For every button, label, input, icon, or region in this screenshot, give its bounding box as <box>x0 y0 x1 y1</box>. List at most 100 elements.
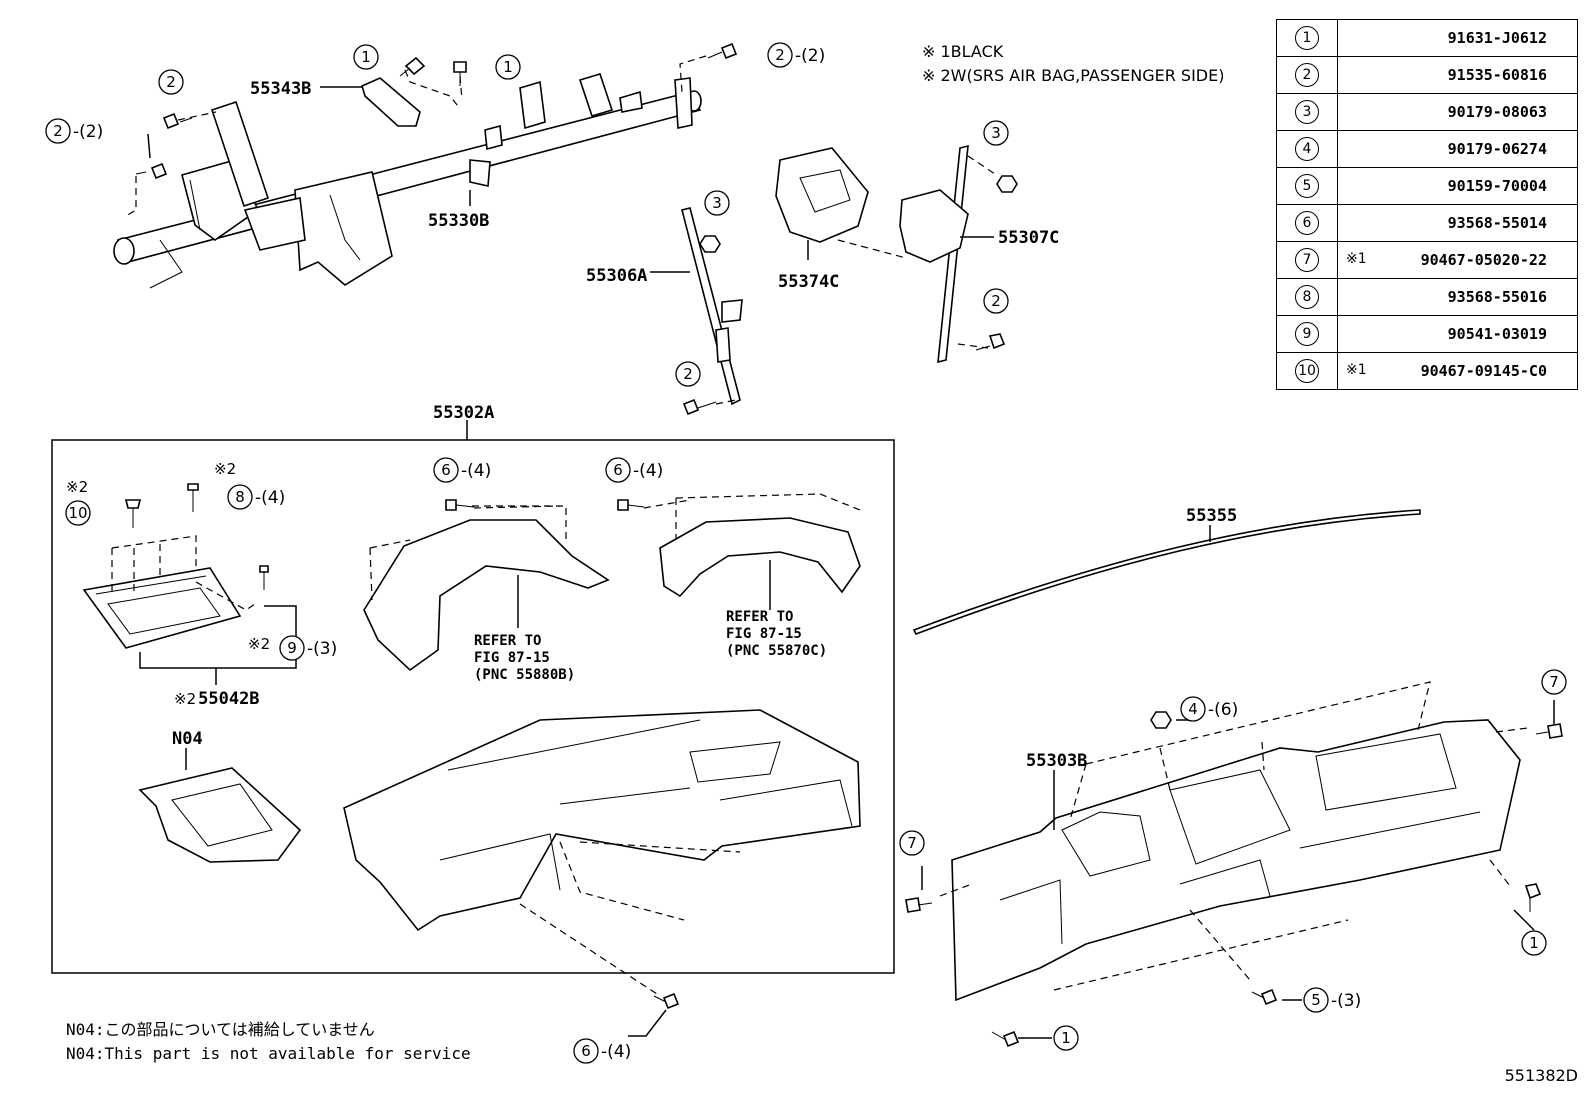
note-srs-airbag: ※ 2W(SRS AIR BAG,PASSENGER SIDE) <box>922 66 1225 85</box>
callout-number: 2 <box>166 73 176 91</box>
part-55307C-drawing <box>899 144 969 364</box>
callout-circle <box>899 830 925 856</box>
clip-icon <box>1535 723 1563 739</box>
callout-quantity: -(4) <box>633 461 663 481</box>
parts-table-index: 3 <box>1276 93 1338 131</box>
footnote-japanese: N04:この部品については補給していません <box>66 1020 375 1039</box>
callout: 4-(6) <box>1180 696 1238 722</box>
parts-table-part-number: 93568-55014 <box>1337 204 1578 242</box>
callout-number: 5 <box>1311 991 1321 1009</box>
part-label-55307C: 55307C <box>998 228 1059 248</box>
callout: 2-(2) <box>45 118 103 144</box>
screw-icon <box>653 992 680 1010</box>
callout-number: 1 <box>503 58 513 76</box>
part-number-text: 91535-60816 <box>1447 66 1547 84</box>
parts-table-mark: ※1 <box>1346 251 1367 267</box>
parts-table-row: 9 90541-03019 <box>1276 315 1578 353</box>
duct-55870C-drawing <box>659 517 861 598</box>
parts-table-index: 10 <box>1276 352 1338 390</box>
footnote-english: N04:This part is not available for servi… <box>66 1044 471 1063</box>
callout: 7 <box>899 830 925 856</box>
callout-number: 9 <box>287 639 297 657</box>
callout-circle <box>675 361 701 387</box>
part-number-text: 91631-J0612 <box>1447 29 1547 47</box>
part-55343B-drawing <box>361 77 421 127</box>
parts-table-part-number: ※1 90467-09145-C0 <box>1337 352 1578 390</box>
drawing-number: 551382D <box>1504 1066 1578 1085</box>
callout: 2 <box>675 361 701 387</box>
callout-circle <box>1303 987 1329 1013</box>
callout-quantity: -(6) <box>1208 700 1238 720</box>
callout-number: 7 <box>1549 673 1559 691</box>
callout: 3 <box>983 120 1009 146</box>
part-number-text: 90467-09145-C0 <box>1420 362 1547 380</box>
bolt-icon <box>453 61 467 86</box>
circled-number: 3 <box>1295 100 1319 124</box>
circled-number: 10 <box>1295 359 1319 383</box>
callout-circle <box>983 120 1009 146</box>
parts-table-index: 9 <box>1276 315 1338 353</box>
callout-layer: 112-(2)22-(2)33226-(4)6-(4)8-(4)109-(3)4… <box>45 42 1567 1064</box>
part-label-N04: N04 <box>172 729 203 749</box>
callout-quantity: -(2) <box>795 46 825 66</box>
parts-table-index: 7 <box>1276 241 1338 279</box>
bolt-icon <box>991 1030 1020 1048</box>
callout-circle <box>1053 1025 1079 1051</box>
callout-number: 6 <box>613 461 623 479</box>
mark-2: ※2 <box>174 690 196 708</box>
callout: 1 <box>353 44 379 70</box>
part-label-55330B: 55330B <box>428 211 489 231</box>
mark-2: ※2 <box>66 478 88 496</box>
bolt-icon <box>707 42 738 60</box>
reference-note-right: REFER TO FIG 87-15 (PNC 55870C) <box>726 609 827 659</box>
parts-table-row: 1 91631-J0612 <box>1276 19 1578 57</box>
callout: 1 <box>1053 1025 1079 1051</box>
part-label-55302A: 55302A <box>433 403 494 423</box>
callout-number: 6 <box>581 1042 591 1060</box>
circled-number: 1 <box>1295 26 1319 50</box>
bolt-icon <box>1251 988 1278 1006</box>
parts-table-part-number: 90179-06274 <box>1337 130 1578 168</box>
callout: 2 -(2) <box>767 42 825 68</box>
parts-table-index: 4 <box>1276 130 1338 168</box>
nut-icon <box>699 235 721 253</box>
parts-table-row: 4 90179-06274 <box>1276 130 1578 168</box>
callout-number: 3 <box>712 194 722 212</box>
parts-table-mark: ※1 <box>1346 362 1367 378</box>
parts-table-index: 5 <box>1276 167 1338 205</box>
callout: 1 <box>495 54 521 80</box>
bolt-icon <box>399 56 426 77</box>
callout-number: 2 <box>53 122 63 140</box>
part-label-55042B-number: 55042B <box>198 689 259 709</box>
circled-number: 7 <box>1295 248 1319 272</box>
callout-circle <box>227 484 253 510</box>
callout-circle <box>983 288 1009 314</box>
part-number-text: 90179-06274 <box>1447 140 1547 158</box>
part-number-text: 90541-03019 <box>1447 325 1547 343</box>
circled-number: 4 <box>1295 137 1319 161</box>
callout-circle <box>353 44 379 70</box>
callout: 6 -(4) <box>605 457 663 483</box>
part-55374C-drawing <box>775 147 869 243</box>
callout-quantity: -(3) <box>1331 991 1361 1011</box>
part-N04-drawing <box>138 767 302 863</box>
bolt-icon <box>135 162 168 180</box>
screw-icon <box>445 499 475 511</box>
part-label-55355: 55355 <box>1186 506 1237 526</box>
callout-circle <box>65 500 91 526</box>
part-55303B-drawing <box>951 719 1521 1002</box>
nut-icon <box>996 175 1018 193</box>
bolt-icon <box>1524 883 1542 912</box>
callout-circle <box>1180 696 1206 722</box>
duct-55880B-drawing <box>363 519 610 672</box>
callout-number: 1 <box>361 48 371 66</box>
callout-number: 2 <box>775 46 785 64</box>
